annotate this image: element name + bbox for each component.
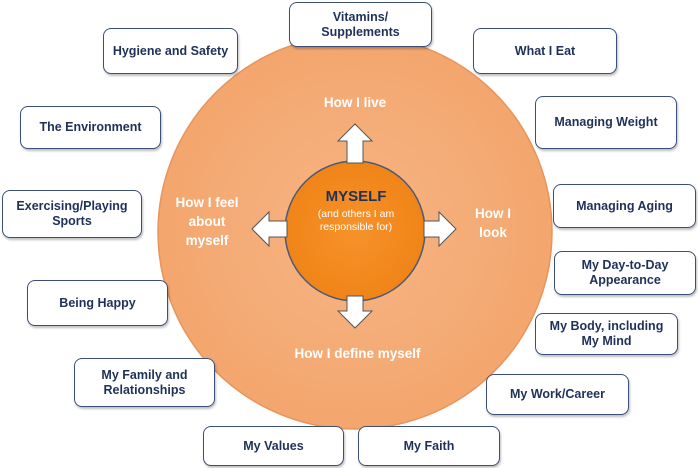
box-managing-aging: Managing Aging bbox=[553, 184, 696, 228]
box-family: My Family and Relationships bbox=[74, 358, 215, 407]
box-day-to-day: My Day-to-Day Appearance bbox=[554, 251, 696, 295]
arrow-down-icon bbox=[336, 295, 374, 329]
ring-label-top: How I live bbox=[323, 95, 387, 110]
ring-label-right: How I look bbox=[475, 206, 511, 240]
box-my-body: My Body, including My Mind bbox=[535, 313, 678, 355]
box-managing-weight: Managing Weight bbox=[535, 96, 677, 149]
arrow-up-icon bbox=[336, 123, 374, 164]
box-values: My Values bbox=[203, 426, 344, 466]
box-vitamins: Vitamins/ Supplements bbox=[289, 2, 432, 47]
arrow-right-icon bbox=[423, 210, 457, 248]
center-title: MYSELF bbox=[325, 188, 387, 205]
box-what-i-eat: What I Eat bbox=[473, 28, 617, 74]
arrow-left-icon bbox=[251, 210, 288, 248]
box-being-happy: Being Happy bbox=[27, 280, 168, 326]
box-work: My Work/Career bbox=[486, 374, 629, 415]
ring-label-left: How I feel about myself bbox=[175, 195, 239, 248]
center-subtitle: (and others I am responsible for) bbox=[317, 208, 395, 233]
box-environment: The Environment bbox=[20, 106, 161, 149]
box-faith: My Faith bbox=[358, 426, 500, 466]
box-hygiene: Hygiene and Safety bbox=[103, 28, 238, 74]
ring-label-bottom: How I define myself bbox=[294, 346, 421, 361]
box-exercising: Exercising/Playing Sports bbox=[2, 190, 142, 238]
